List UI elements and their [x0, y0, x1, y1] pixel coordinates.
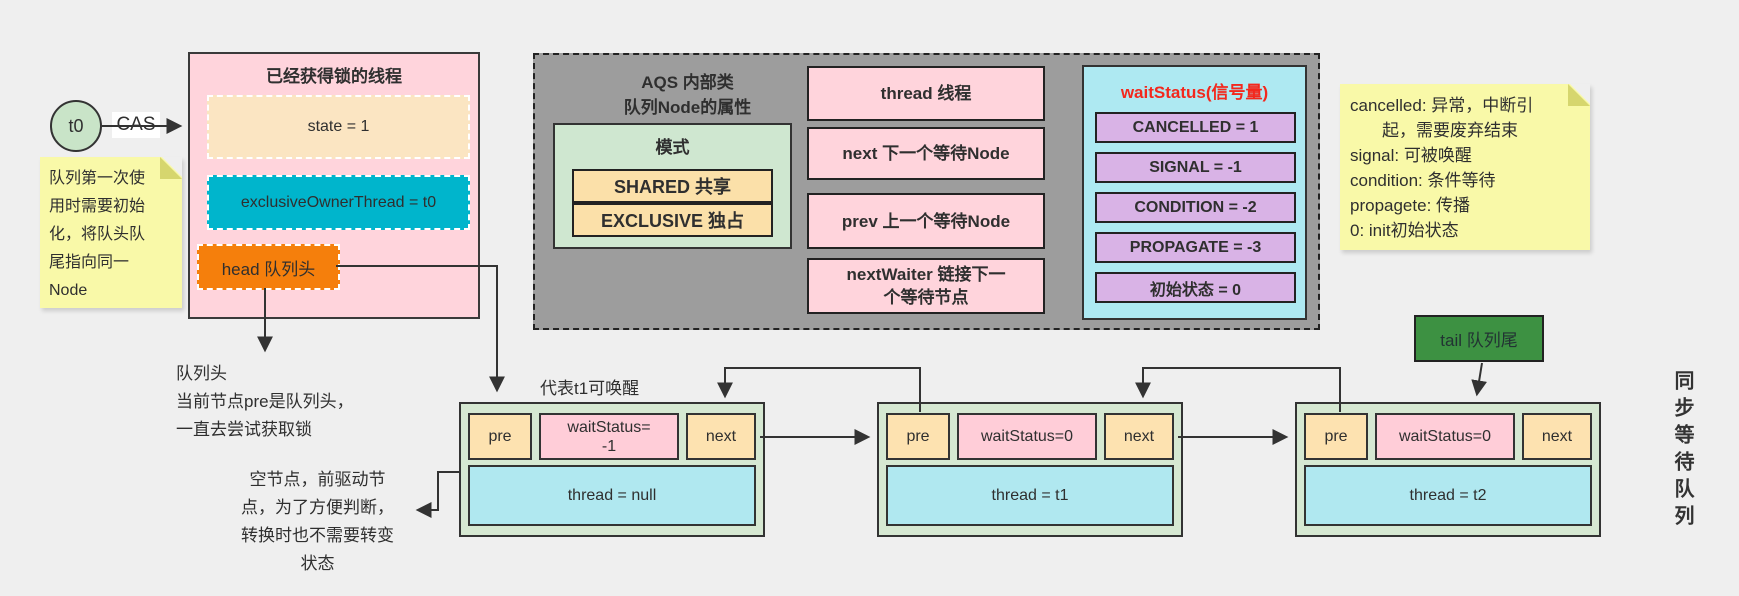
- head-note-text: 队列头 当前节点pre是队列头， 一直去尝试获取锁: [176, 364, 354, 439]
- state-box: state = 1: [207, 95, 470, 159]
- node-pointer-row: pre waitStatus= -1 next: [468, 413, 756, 460]
- arrow-node1-to-emptynote: [415, 471, 461, 518]
- lock-thread-box: 已经获得锁的线程 state = 1 exclusiveOwnerThread …: [188, 52, 480, 319]
- lock-thread-title: 已经获得锁的线程: [266, 67, 402, 86]
- status-note-line: propagete: 传播: [1350, 196, 1471, 215]
- prop-prev: prev 上一个等待Node: [807, 193, 1045, 249]
- aqs-node-props-box: AQS 内部类 队列Node的属性 模式 SHARED 共享 EXCLUSIVE…: [533, 53, 1320, 330]
- thread-cell: thread = null: [468, 465, 756, 526]
- thread-cell: thread = t1: [886, 465, 1174, 526]
- status-note-line: 起，需要废弃结束: [1382, 121, 1518, 140]
- pre-cell: pre: [1304, 413, 1368, 460]
- ws-propagate: PROPAGATE = -3: [1095, 232, 1296, 263]
- pre-cell: pre: [468, 413, 532, 460]
- queue-node-head: pre waitStatus= -1 next thread = null: [459, 402, 765, 537]
- mode-title: 模式: [655, 138, 690, 157]
- node-pointer-row: pre waitStatus=0 next: [886, 413, 1174, 460]
- queue-node-t2: pre waitStatus=0 next thread = t2: [1295, 402, 1601, 537]
- status-note-line: 0: init初始状态: [1350, 221, 1459, 240]
- thread-t0-circle: t0: [50, 100, 102, 152]
- ws-init: 初始状态 = 0: [1095, 272, 1296, 303]
- prop-next: next 下一个等待Node: [807, 127, 1045, 180]
- queue-node-t1: pre waitStatus=0 next thread = t1: [877, 402, 1183, 537]
- wakeup-note-text: 代表t1可唤醒: [540, 379, 640, 398]
- prop-thread: thread 线程: [807, 66, 1045, 121]
- waitstatus-cell: waitStatus=0: [1375, 413, 1515, 460]
- waitstatus-cell: waitStatus=0: [957, 413, 1097, 460]
- head-box: head 队列头: [197, 244, 340, 290]
- init-note: 队列第一次使 用时需要初始 化，将队头队 尾指向同一 Node: [40, 157, 182, 308]
- node-pointer-row: pre waitStatus=0 next: [1304, 413, 1592, 460]
- waitstatus-title: waitStatus(信号量): [1120, 83, 1269, 102]
- waitstatus-box: waitStatus(信号量) CANCELLED = 1 SIGNAL = -…: [1082, 65, 1307, 320]
- sync-queue-label: 同步等待队列: [1671, 370, 1693, 532]
- init-note-text: 队列第一次使 用时需要初始 化，将队头队 尾指向同一 Node: [49, 170, 146, 299]
- cas-label: CAS: [112, 112, 160, 138]
- aqs-box-title: AQS 内部类 队列Node的属性: [623, 73, 752, 117]
- next-cell: next: [1522, 413, 1592, 460]
- status-note-line: signal: 可被唤醒: [1350, 146, 1472, 165]
- next-cell: next: [686, 413, 756, 460]
- mode-shared: SHARED 共享: [572, 169, 773, 203]
- pre-cell: pre: [886, 413, 950, 460]
- status-note-line: cancelled: 异常，中断引: [1350, 96, 1534, 115]
- arrow-tail-to-node3: [1471, 362, 1488, 397]
- empty-node-note-text: 空节点，前驱动节 点，为了方便判断， 转换时也不需要转变 状态: [241, 470, 394, 573]
- status-note-line: condition: 条件等待: [1350, 171, 1496, 190]
- status-note: cancelled: 异常，中断引 起，需要废弃结束 signal: 可被唤醒 …: [1340, 84, 1590, 250]
- waitstatus-cell: waitStatus= -1: [539, 413, 679, 460]
- prop-nextwaiter: nextWaiter 链接下一 个等待节点: [807, 258, 1045, 314]
- mode-exclusive: EXCLUSIVE 独占: [572, 203, 773, 237]
- mode-box: 模式 SHARED 共享 EXCLUSIVE 独占: [553, 123, 792, 249]
- ws-cancelled: CANCELLED = 1: [1095, 112, 1296, 143]
- ws-signal: SIGNAL = -1: [1095, 152, 1296, 183]
- exclusive-owner-box: exclusiveOwnerThread = t0: [207, 175, 470, 230]
- tail-box: tail 队列尾: [1414, 315, 1544, 362]
- status-note-text: cancelled: 异常，中断引 起，需要废弃结束 signal: 可被唤醒 …: [1350, 93, 1533, 243]
- thread-cell: thread = t2: [1304, 465, 1592, 526]
- ws-condition: CONDITION = -2: [1095, 192, 1296, 223]
- thread-t0-label: t0: [68, 115, 84, 136]
- next-cell: next: [1104, 413, 1174, 460]
